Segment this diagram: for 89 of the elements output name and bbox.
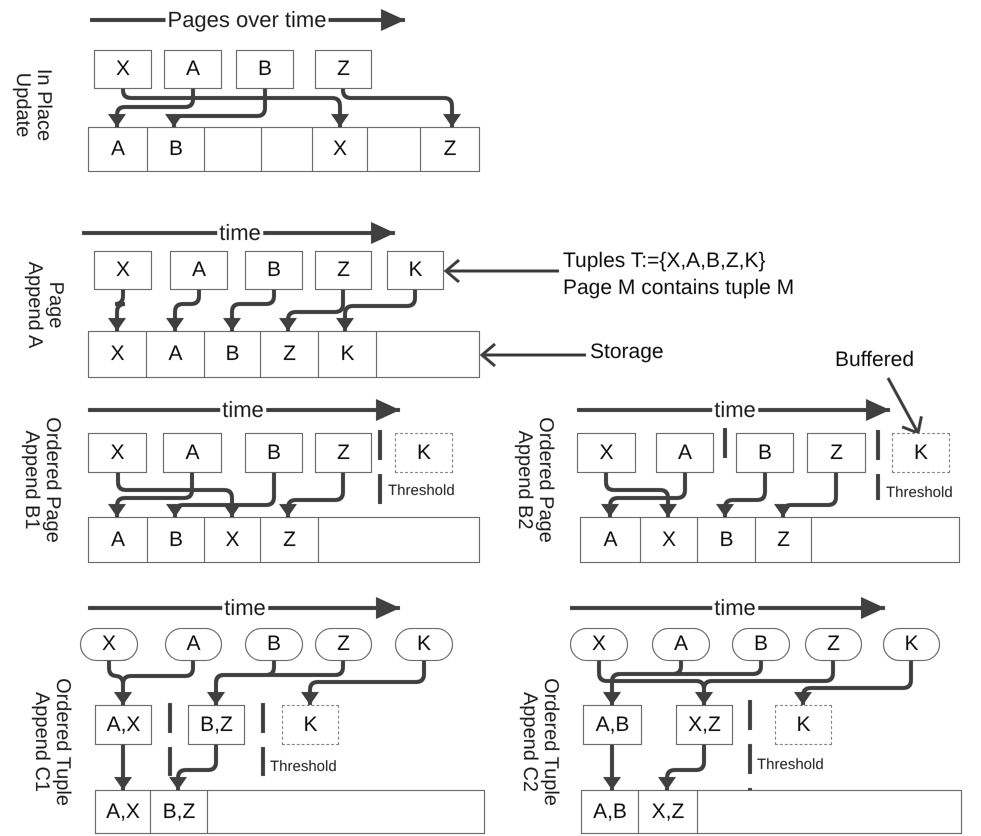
annotation-text: Storage bbox=[590, 340, 665, 372]
arrow bbox=[279, 290, 345, 331]
arrow bbox=[603, 661, 763, 705]
arrow bbox=[604, 473, 677, 517]
buffered-page: K bbox=[395, 433, 453, 473]
arrow bbox=[341, 88, 461, 127]
annotation-text: Page M contains tuple M bbox=[563, 275, 794, 302]
storage-slot: A bbox=[88, 127, 148, 172]
page-box: X,Z bbox=[676, 705, 733, 745]
section-label: Ordered Page Append B2 bbox=[514, 416, 556, 545]
threshold-label: Threshold bbox=[757, 756, 824, 773]
section-label: Ordered Tuple Append C1 bbox=[31, 677, 73, 808]
arrow bbox=[794, 661, 913, 705]
arrow bbox=[603, 745, 621, 790]
arrow bbox=[121, 88, 349, 127]
buffered-page: K bbox=[282, 705, 339, 745]
storage-slot: A bbox=[580, 517, 641, 563]
storage-slot: B bbox=[147, 517, 205, 563]
page-box: A bbox=[163, 433, 222, 473]
arrow bbox=[774, 473, 838, 517]
arrow bbox=[886, 377, 923, 434]
storage-slot: Z bbox=[260, 331, 319, 378]
storage-slot: A,B bbox=[581, 790, 639, 834]
storage-slot: X,Z bbox=[638, 790, 698, 834]
arrow bbox=[444, 258, 559, 284]
page-box: B bbox=[245, 251, 303, 290]
page-box: Z bbox=[315, 50, 372, 89]
section-label: Page Append A bbox=[24, 260, 66, 350]
page-box: X bbox=[94, 50, 152, 89]
arrow bbox=[108, 473, 194, 517]
storage-slot: B,Z bbox=[150, 790, 208, 834]
page-box: Z bbox=[315, 433, 372, 473]
arrow bbox=[695, 661, 835, 705]
arrow bbox=[166, 290, 201, 331]
storage-slot: X bbox=[204, 517, 261, 563]
page-box: B bbox=[736, 433, 794, 473]
storage-slot: Z bbox=[260, 517, 319, 563]
section-label: In Place Update bbox=[12, 68, 54, 144]
section-label: Ordered Page Append B1 bbox=[21, 416, 63, 545]
arrow bbox=[166, 473, 276, 517]
page-box: X bbox=[88, 433, 147, 473]
page-box: Z bbox=[807, 433, 866, 473]
arrow bbox=[114, 745, 132, 790]
section-label: Ordered Tuple Append C2 bbox=[519, 677, 561, 808]
storage-slot: A bbox=[88, 517, 148, 563]
arrow bbox=[114, 661, 195, 705]
arrow bbox=[223, 290, 276, 331]
page-box: K bbox=[387, 251, 444, 290]
storage-slot: X bbox=[88, 331, 147, 378]
page-box: A bbox=[170, 251, 228, 290]
page-box: A bbox=[164, 50, 222, 89]
arrow bbox=[480, 342, 586, 368]
storage-slot: B bbox=[697, 517, 756, 563]
arrow bbox=[207, 661, 345, 705]
storage-slot: A bbox=[146, 331, 205, 378]
page-box: A bbox=[656, 433, 714, 473]
arrow bbox=[108, 89, 195, 127]
page-box: Z bbox=[315, 251, 372, 290]
threshold-label: Threshold bbox=[388, 482, 455, 499]
storage-slot: X bbox=[640, 517, 698, 563]
storage-slot: Z bbox=[420, 127, 480, 172]
annotation-text: Tuples T:={X,A,B,Z,K} bbox=[563, 248, 766, 274]
arrow bbox=[165, 89, 267, 127]
arrow bbox=[116, 473, 241, 517]
storage-slot: K bbox=[318, 331, 377, 378]
arrow bbox=[169, 745, 218, 790]
page-box: X bbox=[94, 251, 152, 290]
storage-slot: A,X bbox=[95, 790, 151, 834]
page-box: A,X bbox=[95, 705, 152, 745]
arrow bbox=[108, 290, 127, 331]
storage-slot: Z bbox=[755, 517, 812, 563]
storage-slot: B bbox=[147, 127, 205, 172]
arrow bbox=[658, 745, 706, 790]
buffered-page: K bbox=[892, 433, 950, 473]
arrow bbox=[279, 473, 345, 517]
page-box: X bbox=[577, 433, 636, 473]
arrow bbox=[716, 473, 767, 517]
page-box: B bbox=[236, 50, 294, 89]
annotation-text: Buffered bbox=[835, 348, 945, 376]
page-box: B,Z bbox=[188, 705, 245, 745]
threshold-label: Threshold bbox=[270, 758, 337, 775]
page-box: A,B bbox=[583, 705, 642, 745]
page-box: B bbox=[245, 433, 303, 473]
threshold-label: Threshold bbox=[886, 484, 953, 501]
arrow bbox=[336, 290, 417, 331]
arrow bbox=[601, 473, 687, 517]
buffered-page: K bbox=[775, 705, 832, 745]
storage-slot: B bbox=[204, 331, 261, 378]
storage-slot: X bbox=[312, 127, 368, 172]
